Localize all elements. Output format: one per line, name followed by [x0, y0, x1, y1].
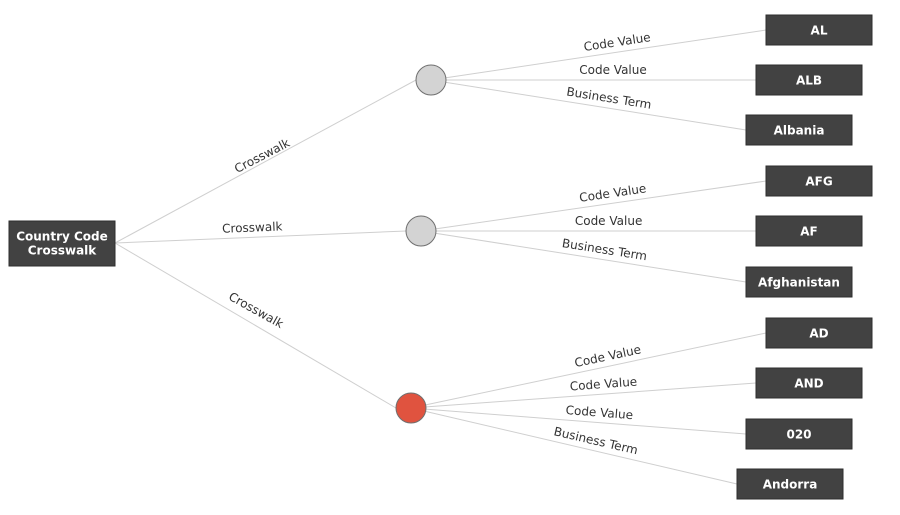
leaf-node-label: 020 — [786, 428, 811, 442]
leaf-node-label: Albania — [774, 124, 825, 138]
root-node[interactable]: Country Code Crosswalk — [8, 220, 116, 267]
leaf-edge — [410, 407, 747, 435]
leaf-edge-label: Code Value — [569, 375, 637, 394]
leaf-node-label: Afghanistan — [758, 276, 840, 290]
leaf-node-label: AD — [809, 327, 828, 341]
crosswalk-edge-label: Crosswalk — [226, 289, 286, 331]
leaf-node-label: ALB — [796, 74, 822, 88]
leaf-node[interactable]: AF — [755, 215, 863, 247]
leaf-node[interactable]: AND — [755, 367, 863, 399]
leaf-node-label: AFG — [805, 175, 832, 189]
leaf-edge-label: Code Value — [578, 181, 647, 205]
leaf-node[interactable]: Andorra — [736, 468, 844, 500]
crosswalk-hub[interactable] — [405, 215, 437, 247]
leaf-edge-label: Code Value — [565, 403, 633, 422]
crosswalk-hub-selected[interactable] — [395, 392, 427, 424]
leaf-node[interactable]: 020 — [745, 418, 853, 450]
leaf-edge — [430, 79, 747, 131]
root-node-label-line2: Crosswalk — [28, 244, 98, 258]
edges-layer — [114, 29, 767, 485]
leaf-node-label: Andorra — [763, 478, 818, 492]
leaf-node[interactable]: Albania — [745, 114, 853, 146]
leaf-node-label: AL — [811, 24, 828, 38]
leaf-edge — [420, 230, 747, 283]
leaf-edge-label: Code Value — [573, 342, 642, 370]
leaf-edge-label: Business Term — [565, 84, 652, 111]
leaf-edge — [410, 382, 757, 409]
leaf-edge-label: Business Term — [552, 424, 639, 457]
crosswalk-edge — [114, 230, 407, 244]
crosswalk-hub[interactable] — [415, 64, 447, 96]
leaf-node[interactable]: ALB — [755, 64, 863, 96]
leaf-edge — [410, 407, 738, 485]
crosswalk-edge-label: Crosswalk — [222, 219, 283, 235]
leaf-edge-label: Business Term — [561, 236, 648, 263]
crosswalk-edge — [114, 79, 417, 244]
leaf-node[interactable]: Afghanistan — [745, 266, 853, 298]
crosswalk-edge — [114, 242, 397, 409]
leaf-node[interactable]: AL — [765, 14, 873, 46]
crosswalk-edge-label: Crosswalk — [232, 136, 292, 176]
leaf-node[interactable]: AD — [765, 317, 873, 349]
leaf-node[interactable]: AFG — [765, 165, 873, 197]
leaf-edge — [430, 29, 767, 81]
leaf-edge-label: Code Value — [575, 214, 643, 228]
leaf-edge-label: Code Value — [579, 63, 647, 77]
leaf-node-label: AF — [800, 225, 817, 239]
leaf-node-label: AND — [794, 377, 823, 391]
leaf-edge — [410, 332, 767, 409]
root-node-label-line1: Country Code — [16, 230, 108, 244]
leaf-edge — [420, 180, 767, 232]
leaf-edge-label: Code Value — [583, 30, 652, 54]
